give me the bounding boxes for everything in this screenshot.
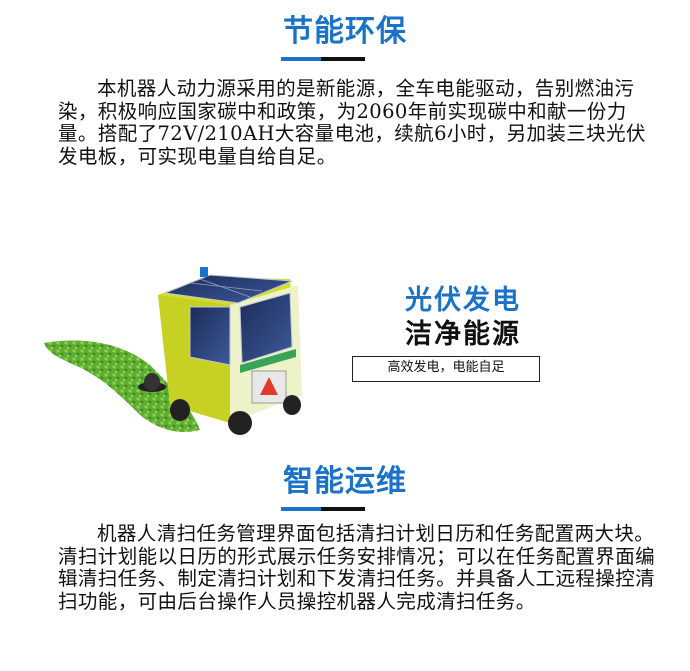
title-underline-dark [321, 57, 365, 61]
feature-subtitle: 洁净能源 [405, 319, 521, 350]
section-title-energy: 节能环保 [283, 14, 407, 49]
wheel [170, 399, 190, 421]
feature-tagline: 高效发电，电能自足 [352, 356, 540, 382]
feature-title: 光伏发电 [405, 285, 521, 316]
section-paragraph-maintenance: 机器人清扫任务管理界面包括清扫计划日历和任务配置两大块。清扫计划能以日历的形式展… [58, 522, 656, 613]
grass-carpet [44, 340, 200, 433]
title-underline-accent [281, 57, 321, 61]
title-underline-accent [281, 507, 321, 511]
section-title-maintenance: 智能运维 [283, 464, 407, 499]
section-paragraph-energy: 本机器人动力源采用的是新能源，全车电能驱动，告别燃油污染，积极响应国家碳中和政策… [58, 77, 646, 168]
title-underline-dark [321, 507, 365, 511]
solar-robot-image [44, 267, 302, 435]
